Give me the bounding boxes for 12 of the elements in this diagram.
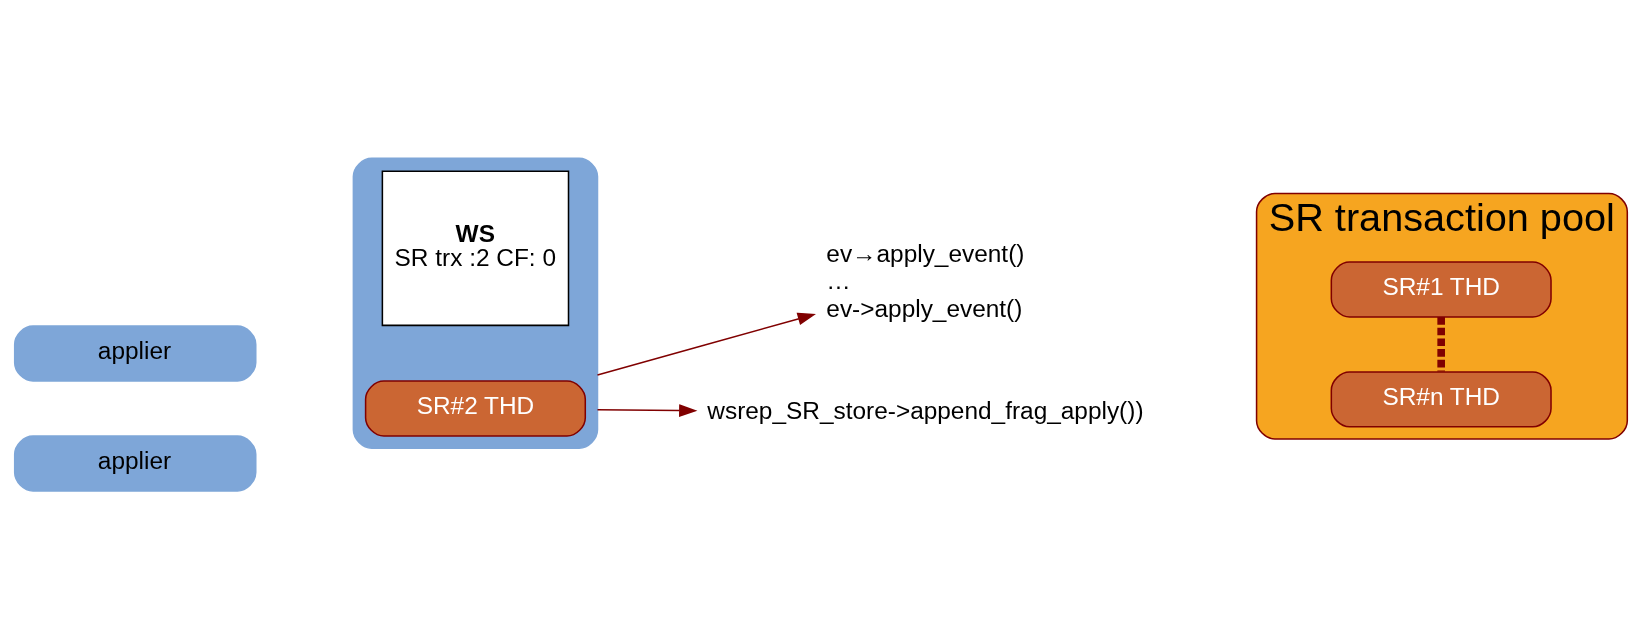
node-box: applier bbox=[13, 435, 257, 492]
connector bbox=[1437, 317, 1445, 372]
node-text: wsrep_SR_store->append_frag_apply()) bbox=[707, 396, 1144, 424]
node-box: WS SR trx :2 CF: 0 bbox=[381, 170, 570, 327]
arrow bbox=[596, 312, 816, 376]
node-box: SR#2 THD bbox=[364, 380, 587, 437]
arrow bbox=[596, 404, 698, 417]
node-text: ev→apply_event() … ev->apply_event() bbox=[826, 239, 1025, 322]
node-box: SR#1 THD bbox=[1330, 261, 1552, 318]
node-box: applier bbox=[13, 325, 257, 382]
node-box: SR#n THD bbox=[1330, 371, 1552, 428]
cluster bbox=[352, 157, 599, 449]
